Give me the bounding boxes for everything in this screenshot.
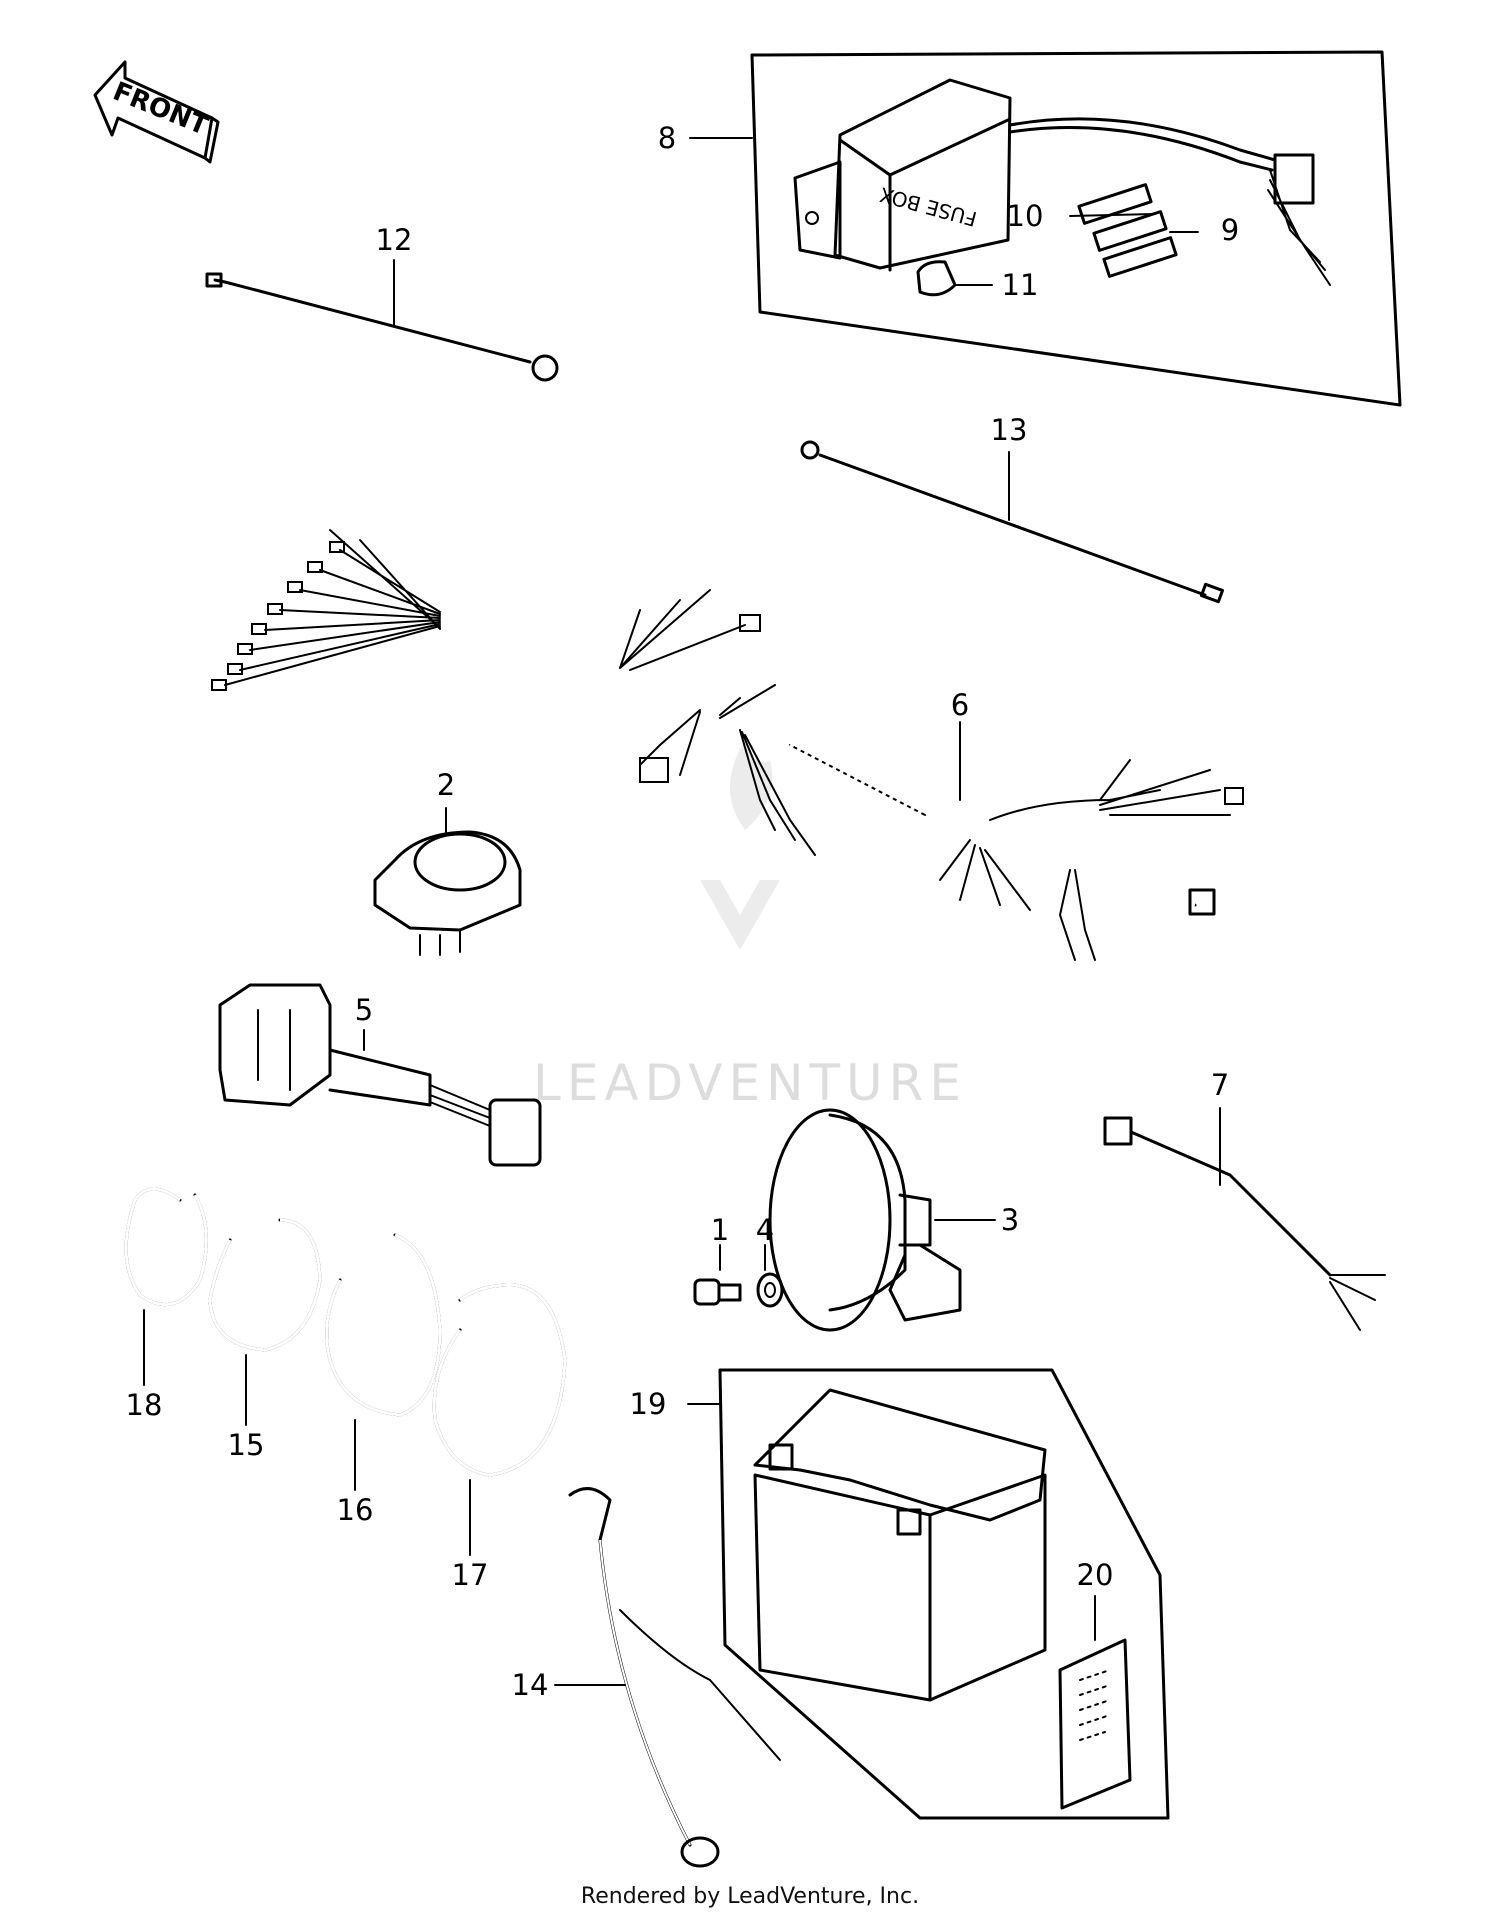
part-13-lead [800,440,1225,604]
part-15-band [208,1218,322,1352]
callout-9: 9 [1221,213,1239,247]
part-6-main-harness [211,529,1244,961]
callout-11: 11 [1002,268,1039,302]
callout-15: 15 [228,1428,265,1462]
callout-17: 17 [452,1558,489,1592]
callout-8: 8 [658,121,676,155]
callout-3: 3 [1001,1203,1019,1237]
callout-18: 18 [126,1388,163,1422]
callout-20: 20 [1077,1558,1114,1592]
part-20-label [1058,1638,1132,1810]
callout-6: 6 [951,688,969,722]
front-arrow-label: FRONT [109,77,213,142]
callout-14: 14 [512,1668,549,1702]
part-18-band [124,1187,208,1306]
callout-10: 10 [1007,199,1044,233]
callout-19: 19 [630,1387,667,1421]
part-7-lead [1103,1116,1386,1331]
part-16-band [325,1233,442,1417]
part-3-horn [768,1108,962,1332]
part-17-band [432,1283,567,1477]
callout-5: 5 [355,993,373,1027]
fuse-box-label: FUSE BOX [877,182,979,231]
callout-12: 12 [376,223,413,257]
front-arrow-icon: FRONT [93,60,220,164]
callout-13: 13 [991,413,1028,447]
callout-1: 1 [711,1213,729,1247]
callout-labels: 1 2 3 4 5 6 7 8 9 10 11 12 13 14 15 16 1… [126,121,1240,1702]
watermark: LEADVENTURE [533,740,967,1112]
part-1-bolt [693,1278,742,1306]
callout-4: 4 [756,1213,774,1247]
part-12-ground-lead [205,272,559,382]
part-2-relay [373,830,522,956]
callout-16: 16 [337,1493,374,1527]
part-14-battery-cable [568,1487,781,1868]
watermark-text: LEADVENTURE [533,1054,967,1112]
footer-credit: Rendered by LeadVenture, Inc. [580,1884,920,1909]
callout-2: 2 [437,768,455,802]
part-4-washer [756,1272,784,1308]
part-8-fuse-box: FUSE BOX [750,50,1402,407]
part-5-regulator [218,983,542,1167]
callout-7: 7 [1211,1068,1229,1102]
part-19-battery [718,1368,1170,1820]
